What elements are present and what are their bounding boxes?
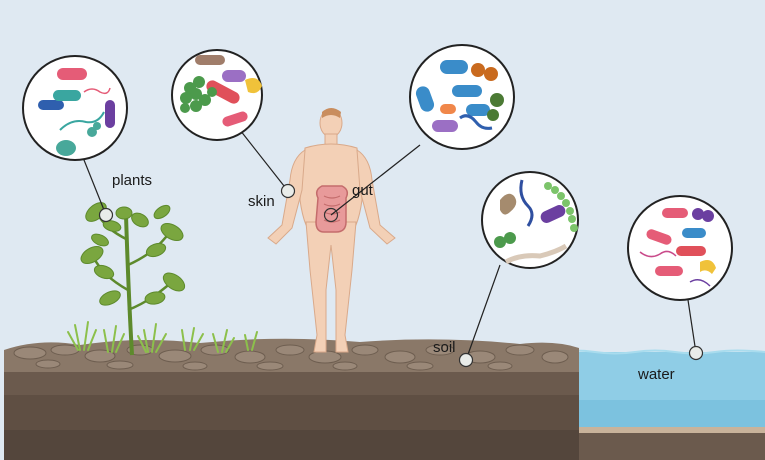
callout-lines	[77, 129, 697, 361]
plants-label: plants	[112, 172, 153, 189]
soil-anchor-dot	[458, 352, 474, 368]
soil-label: soil	[433, 339, 456, 356]
grass-tufts	[67, 321, 258, 353]
soil-block	[4, 338, 579, 460]
gut-anchor-dot	[323, 207, 339, 223]
plants-anchor-dot	[98, 207, 114, 223]
water-anchor-dot	[688, 345, 704, 361]
anchor-dots	[98, 183, 704, 368]
soil-bacteria-circle	[481, 171, 579, 269]
gut-label: gut	[352, 182, 373, 199]
plant-illustration	[80, 202, 186, 356]
water-bacteria-circle	[627, 195, 733, 301]
skin-anchor-dot	[280, 183, 296, 199]
water-body	[554, 349, 765, 460]
water-label: water	[638, 366, 675, 383]
plants-bacteria-circle	[22, 55, 128, 161]
skin-label: skin	[248, 193, 275, 210]
skin-bacteria-circle	[171, 49, 263, 141]
gut-bacteria-circle	[409, 44, 515, 150]
